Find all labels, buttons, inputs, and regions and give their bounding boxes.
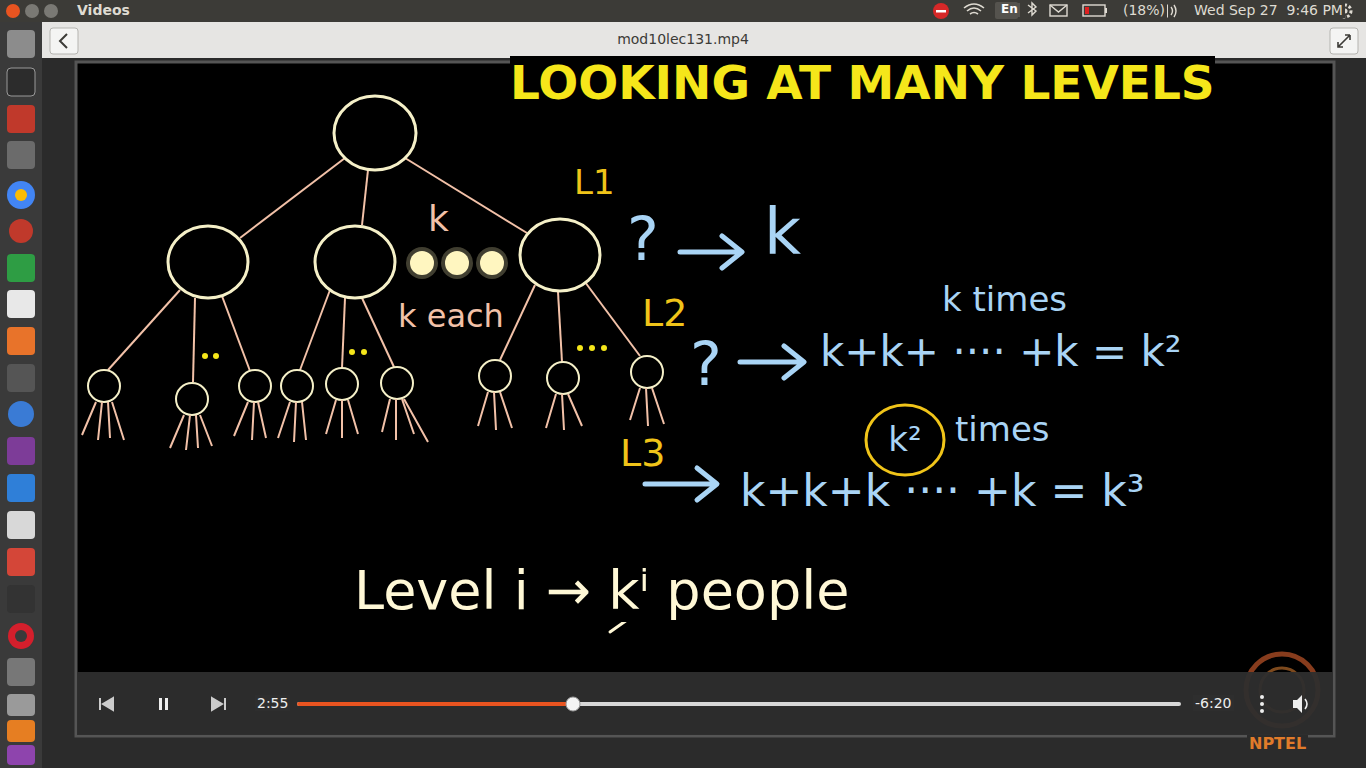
slide-frame [76, 62, 1334, 736]
volume-button [1293, 695, 1302, 713]
circled-term: k² [864, 403, 946, 477]
dock-icons [7, 30, 35, 765]
back-button [50, 28, 78, 54]
tree-edges [108, 158, 640, 382]
window-header [42, 22, 1366, 58]
menu-button [1260, 695, 1264, 713]
minimize-button [25, 4, 39, 18]
ellipsis-dots [406, 247, 508, 279]
next-button [212, 698, 225, 710]
keyboard-layout: En [999, 3, 1020, 17]
level-tag: L2 [640, 292, 689, 336]
repeat-note: k times [940, 280, 1069, 319]
top-panel [0, 0, 1366, 22]
repeat-note: times [953, 410, 1052, 449]
question-mark: ? [688, 330, 724, 399]
sum-equation: k+k+k ···· +k = k³ [738, 466, 1146, 517]
branch-count: k [426, 198, 451, 239]
wifi-icon [964, 4, 984, 14]
app-name: Videos [75, 2, 132, 18]
player-controls [77, 672, 1333, 735]
launcher-dock [0, 22, 42, 768]
yellow-dots [202, 345, 607, 359]
channel-logo: NPTEL [1247, 735, 1308, 753]
bluetooth-icon [1028, 3, 1036, 15]
elapsed-time: 2:55 [255, 695, 290, 711]
leaf-legs [82, 388, 664, 450]
status-icon [933, 3, 949, 19]
level-tag: L3 [618, 432, 667, 476]
video-area [42, 58, 1366, 768]
general-rule: Level i → kⁱ people [352, 560, 851, 622]
tree-circles [168, 96, 600, 298]
file-name: mod10lec131.mp4 [615, 31, 751, 47]
remaining-time: -6:20 [1193, 695, 1234, 711]
previous-button [100, 698, 113, 710]
question-mark: ? [625, 205, 661, 274]
battery-icon [1083, 5, 1105, 16]
slide-title: LOOKING AT MANY LEVELS [510, 56, 1215, 110]
progress-track [297, 702, 1181, 706]
progress-knob [566, 697, 580, 711]
close-button [6, 4, 20, 18]
maximize-button [44, 4, 58, 18]
sum-equation: k+k+ ···· +k = k² [818, 328, 1184, 376]
progress-fill [297, 702, 573, 706]
mail-icon [1050, 5, 1067, 16]
level-tag: L1 [572, 163, 617, 202]
clock: Wed Sep 27 9:46 PM [1192, 2, 1345, 18]
fullscreen-button [1330, 28, 1358, 54]
level-count: k [762, 196, 803, 270]
leaf-circles [88, 356, 663, 415]
branch-note: k each [396, 298, 506, 335]
node-text: k² [888, 421, 921, 458]
pause-button [159, 698, 162, 710]
battery-percent: (18%) [1121, 2, 1167, 18]
